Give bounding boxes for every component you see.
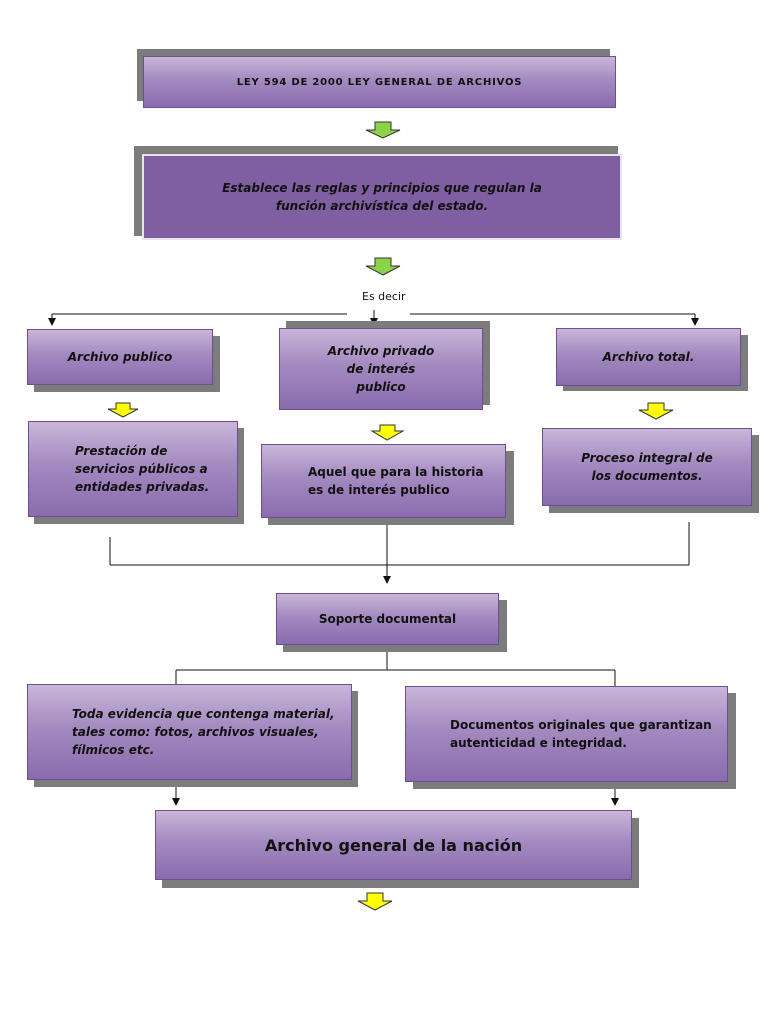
- archivo-publico-box: Archivo publico: [27, 329, 213, 385]
- es-decir-label: Es decir: [362, 290, 406, 303]
- green-arrow-2-icon: [365, 257, 401, 276]
- yellow-arrow-2-icon: [370, 424, 405, 441]
- archivo-general-box: Archivo general de la nación: [155, 810, 632, 880]
- title-box: LEY 594 DE 2000 LEY GENERAL DE ARCHIVOS: [143, 56, 616, 108]
- yellow-arrow-3-icon: [638, 402, 674, 420]
- title-text: LEY 594 DE 2000 LEY GENERAL DE ARCHIVOS: [236, 76, 523, 88]
- yellow-arrow-1-icon: [107, 402, 139, 418]
- proceso-text: Proceso integral de los documentos.: [581, 451, 713, 483]
- originales-text: Documentos originales que garantizan aut…: [450, 718, 712, 750]
- archivo-privado-text: Archivo privado de interés publico: [327, 344, 435, 394]
- archivo-total-text: Archivo total.: [602, 350, 695, 364]
- archivo-general-text: Archivo general de la nación: [264, 835, 523, 855]
- archivo-publico-text: Archivo publico: [67, 350, 173, 364]
- aquel-text: Aquel que para la historia es de interés…: [308, 465, 484, 497]
- soporte-text: Soporte documental: [318, 612, 457, 626]
- evidencia-box: Toda evidencia que contenga material, ta…: [27, 684, 352, 780]
- soporte-box: Soporte documental: [276, 593, 499, 645]
- proceso-box: Proceso integral de los documentos.: [542, 428, 752, 506]
- archivo-total-box: Archivo total.: [556, 328, 741, 386]
- prestacion-box: Prestación de servicios públicos a entid…: [28, 421, 238, 517]
- purpose-text: Establece las reglas y principios que re…: [222, 181, 542, 213]
- yellow-arrow-4-icon: [357, 892, 393, 911]
- green-arrow-1-icon: [365, 121, 401, 139]
- evidencia-text: Toda evidencia que contenga material, ta…: [72, 707, 335, 757]
- archivo-privado-box: Archivo privado de interés publico: [279, 328, 483, 410]
- purpose-box: Establece las reglas y principios que re…: [142, 154, 622, 240]
- originales-box: Documentos originales que garantizan aut…: [405, 686, 728, 782]
- prestacion-text: Prestación de servicios públicos a entid…: [75, 444, 210, 494]
- aquel-box: Aquel que para la historia es de interés…: [261, 444, 506, 518]
